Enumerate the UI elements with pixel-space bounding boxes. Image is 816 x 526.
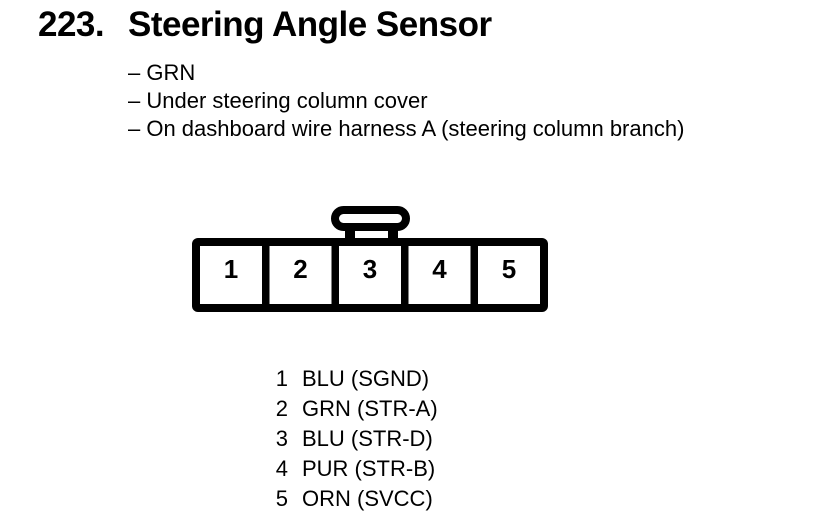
pin-cell-number: 3: [363, 254, 377, 284]
pin-cell-number: 4: [432, 254, 447, 284]
latch-tab: [331, 206, 410, 231]
pin-legend-label: ORN (SVCC): [302, 486, 433, 511]
note-line: – On dashboard wire harness A (steering …: [128, 116, 685, 141]
section-number: 223.: [38, 5, 105, 44]
page-title: Steering Angle Sensor: [128, 5, 492, 44]
latch-tab-right-leg: [388, 224, 398, 242]
connector-notes: – GRN – Under steering column cover – On…: [128, 59, 684, 143]
pin-legend-row: 1 BLU (SGND): [268, 364, 438, 394]
pin-cell-4: [408, 246, 471, 304]
pin-legend-label: PUR (STR-B): [302, 456, 436, 481]
latch-tab-left-leg: [345, 224, 355, 242]
pin-cell-3: [339, 246, 401, 304]
connector-diagram-svg: 1 2 3 4 5: [192, 206, 548, 312]
pin-cell-number: 5: [502, 254, 516, 284]
pin-legend-row: 4 PUR (STR-B): [268, 454, 438, 484]
pin-legend-row: 5 ORN (SVCC): [268, 484, 438, 514]
pin-legend-label: BLU (SGND): [302, 366, 430, 391]
pin-legend-number: 5: [275, 486, 288, 511]
note-line: – Under steering column cover: [128, 88, 428, 113]
pin-cell-5: [478, 246, 540, 304]
pin-legend-number: 1: [275, 366, 288, 391]
pin-cell-number: 2: [293, 254, 307, 284]
pin-legend-row: 3 BLU (STR-D): [268, 424, 438, 454]
note-line: – GRN: [128, 60, 196, 85]
pin-cell-1: [200, 246, 262, 304]
connector-diagram: 1 2 3 4 5: [188, 198, 558, 318]
pin-cell-number: 1: [224, 254, 238, 284]
pin-legend-label: GRN (STR-A): [302, 396, 438, 421]
pin-legend-number: 3: [275, 426, 288, 451]
pin-cell-2: [269, 246, 332, 304]
pin-legend-number: 2: [275, 396, 288, 421]
pin-legend-number: 4: [275, 456, 288, 481]
pin-legend-label: BLU (STR-D): [302, 426, 433, 451]
pin-legend-row: 2 GRN (STR-A): [268, 394, 438, 424]
